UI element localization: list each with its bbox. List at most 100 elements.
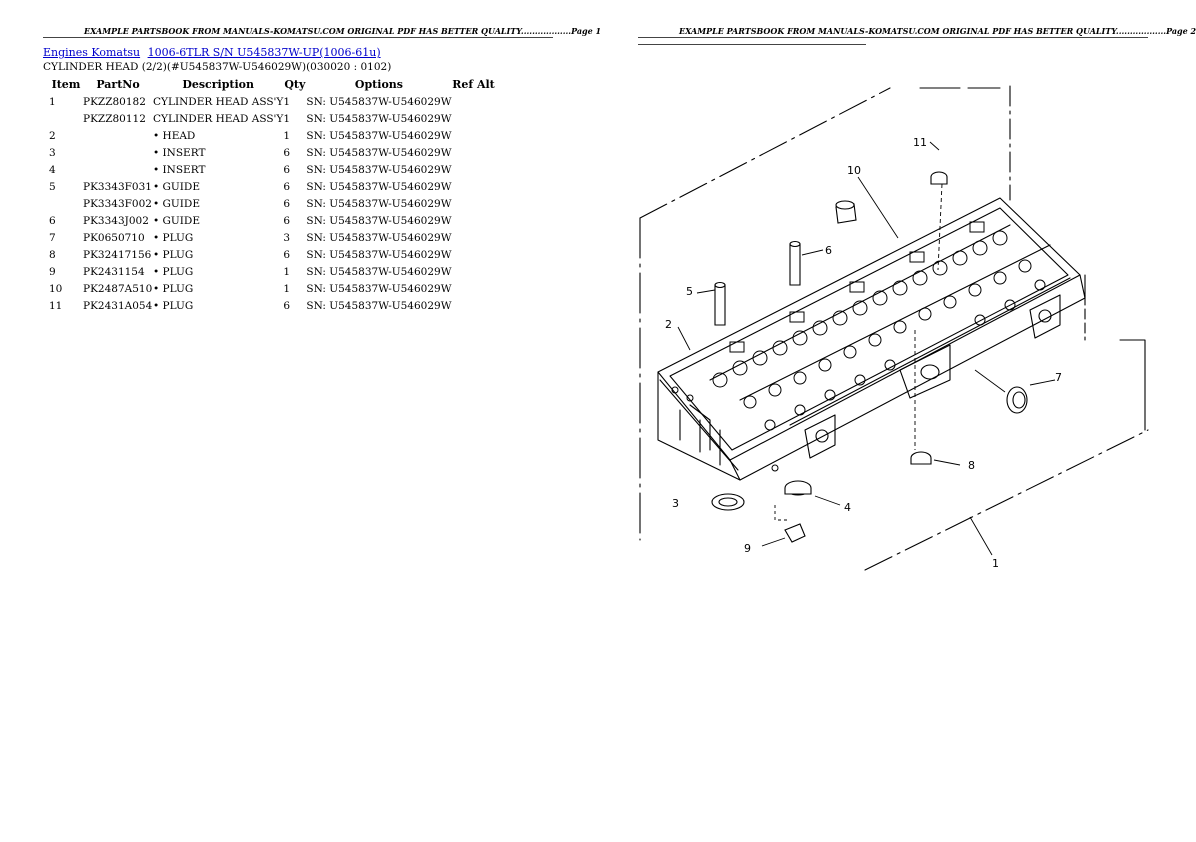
cell-options: SN: U545837W-U546029W bbox=[306, 248, 452, 261]
cell-options: SN: U545837W-U546029W bbox=[306, 95, 452, 108]
cell-partno: PK2487A510 bbox=[83, 282, 153, 295]
cell-item: 4 bbox=[49, 163, 56, 176]
callout-7: 7 bbox=[1055, 371, 1062, 384]
cell-options: SN: U545837W-U546029W bbox=[306, 214, 452, 227]
cell-partno: PK32417156 bbox=[83, 248, 152, 261]
cell-ref-alt bbox=[452, 127, 496, 144]
cell-description: • PLUG bbox=[153, 265, 194, 278]
callout-6: 6 bbox=[825, 244, 832, 257]
callout-4: 4 bbox=[844, 501, 851, 514]
table-row: 4 • INSERT 6 SN: U545837W-U546029W bbox=[43, 161, 496, 178]
table-row: PK3343F002• GUIDE 6 SN: U545837W-U546029W bbox=[43, 195, 496, 212]
cell-options: SN: U545837W-U546029W bbox=[306, 197, 452, 210]
cell-qty: 6 bbox=[283, 214, 291, 227]
cell-partno: PK3343F002 bbox=[83, 197, 152, 210]
cell-qty: 1 bbox=[283, 129, 291, 142]
cell-item bbox=[43, 110, 83, 127]
cell-qty: 6 bbox=[283, 180, 291, 193]
col-item: Item bbox=[51, 78, 81, 91]
cell-partno: PK3343J002 bbox=[83, 214, 149, 227]
cell-ref-alt bbox=[452, 144, 496, 161]
col-partno: PartNo bbox=[96, 78, 140, 91]
cell-description: • HEAD bbox=[153, 129, 196, 142]
cell-description: CYLINDER HEAD ASS'Y bbox=[153, 112, 284, 125]
cell-item: 7 bbox=[49, 231, 56, 244]
cell-description: • PLUG bbox=[153, 248, 194, 261]
callout-10: 10 bbox=[847, 164, 861, 177]
callout-5: 5 bbox=[686, 285, 693, 298]
col-ref-alt: Ref Alt bbox=[452, 78, 495, 91]
cell-partno: PK2431154 bbox=[83, 265, 145, 278]
cell-item: 11 bbox=[49, 299, 63, 312]
cell-qty: 3 bbox=[283, 231, 291, 244]
cell-options: SN: U545837W-U546029W bbox=[306, 231, 452, 244]
cell-ref-alt bbox=[452, 195, 496, 212]
header-rule-2b bbox=[638, 44, 866, 45]
header-rule-2 bbox=[638, 37, 1148, 38]
cell-qty: 1 bbox=[283, 282, 291, 295]
cell-item bbox=[43, 195, 83, 212]
parts-table: Item PartNo Description Qty Options Ref … bbox=[43, 76, 496, 314]
cell-item: 2 bbox=[49, 129, 56, 142]
table-row: 2 • HEAD 1 SN: U545837W-U546029W bbox=[43, 127, 496, 144]
cell-description: • PLUG bbox=[153, 299, 194, 312]
cell-ref-alt bbox=[452, 110, 496, 127]
cell-partno: PK0650710 bbox=[83, 231, 145, 244]
cell-options: SN: U545837W-U546029W bbox=[306, 282, 452, 295]
col-description: Description bbox=[182, 78, 255, 91]
cell-qty: 1 bbox=[283, 95, 291, 108]
cell-ref-alt bbox=[452, 263, 496, 280]
breadcrumb-link-engines[interactable]: Engines Komatsu bbox=[43, 46, 141, 59]
cell-item: 9 bbox=[49, 265, 56, 278]
table-row: 11 PK2431A054• PLUG 6 SN: U545837W-U546029W bbox=[43, 297, 496, 314]
cell-partno: PK2431A054 bbox=[83, 299, 153, 312]
cell-description: • GUIDE bbox=[153, 214, 200, 227]
cell-ref-alt bbox=[452, 246, 496, 263]
cell-ref-alt bbox=[452, 212, 496, 229]
cell-options: SN: U545837W-U546029W bbox=[306, 163, 452, 176]
table-row: 10 PK2487A510• PLUG 1 SN: U545837W-U546029W bbox=[43, 280, 496, 297]
cell-item: 3 bbox=[49, 146, 56, 159]
header-rule-1 bbox=[43, 37, 553, 38]
cell-description: • INSERT bbox=[153, 163, 206, 176]
cell-qty: 6 bbox=[283, 248, 291, 261]
cell-item: 1 bbox=[49, 95, 56, 108]
callout-1: 1 bbox=[992, 557, 999, 570]
col-qty: Qty bbox=[284, 78, 306, 91]
cell-options: SN: U545837W-U546029W bbox=[306, 129, 452, 142]
breadcrumb-link-model[interactable]: 1006-6TLR S/N U545837W-UP(1006-61u) bbox=[147, 46, 381, 59]
breadcrumb: Engines Komatsu 1006-6TLR S/N U545837W-U… bbox=[43, 46, 385, 59]
cell-item: 10 bbox=[49, 282, 63, 295]
page-header-1: EXAMPLE PARTSBOOK FROM MANUALS-KOMATSU.C… bbox=[84, 26, 602, 36]
table-row: 8 PK32417156• PLUG 6 SN: U545837W-U546029W bbox=[43, 246, 496, 263]
callout-9: 9 bbox=[744, 542, 751, 555]
page-header-2: EXAMPLE PARTSBOOK FROM MANUALS-KOMATSU.C… bbox=[679, 26, 1196, 36]
cell-description: • GUIDE bbox=[153, 180, 200, 193]
cell-qty: 1 bbox=[283, 112, 291, 125]
cell-partno bbox=[83, 161, 153, 178]
cell-item: 5 bbox=[49, 180, 56, 193]
section-title: CYLINDER HEAD (2/2)(#U545837W-U546029W)(… bbox=[43, 61, 392, 73]
cell-qty: 6 bbox=[283, 163, 291, 176]
cell-description: • INSERT bbox=[153, 146, 206, 159]
cell-ref-alt bbox=[452, 161, 496, 178]
cell-ref-alt bbox=[452, 280, 496, 297]
cell-options: SN: U545837W-U546029W bbox=[306, 299, 452, 312]
cell-qty: 6 bbox=[283, 299, 291, 312]
cell-options: SN: U545837W-U546029W bbox=[306, 265, 452, 278]
table-header-row: Item PartNo Description Qty Options Ref … bbox=[43, 76, 496, 93]
cell-options: SN: U545837W-U546029W bbox=[306, 112, 452, 125]
cylinder-head-diagram: 11 10 6 5 2 7 8 3 4 9 1 bbox=[639, 85, 1149, 571]
cell-partno: PKZZ80112 bbox=[83, 112, 146, 125]
cell-description: • PLUG bbox=[153, 282, 194, 295]
cell-description: • GUIDE bbox=[153, 197, 200, 210]
cell-qty: 6 bbox=[283, 197, 291, 210]
col-options: Options bbox=[354, 78, 403, 91]
cell-item: 8 bbox=[49, 248, 56, 261]
cell-ref-alt bbox=[452, 178, 496, 195]
